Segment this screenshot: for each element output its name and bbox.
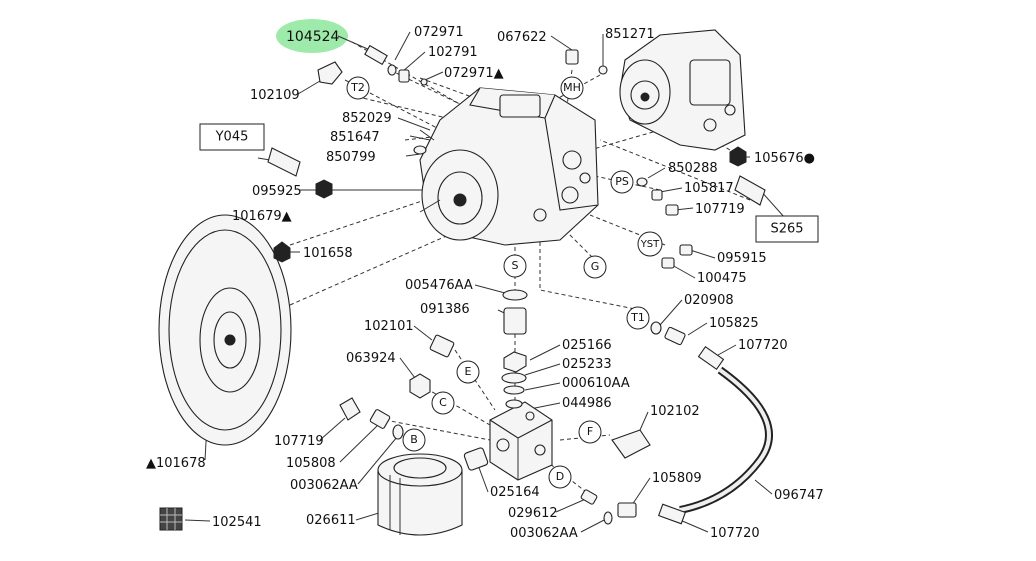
part-label-101658[interactable]: 101658 <box>303 246 353 261</box>
part-label-000610AA[interactable]: 000610AA <box>562 376 630 391</box>
part-label-100475[interactable]: 100475 <box>697 271 747 286</box>
part-label-025233[interactable]: 025233 <box>562 357 612 372</box>
svg-text:MH: MH <box>563 81 581 94</box>
port-PS[interactable]: PS <box>610 170 634 194</box>
part-label-102101[interactable]: 102101 <box>364 319 414 334</box>
port-C[interactable]: C <box>431 391 455 415</box>
svg-text:PS: PS <box>615 175 629 188</box>
part-label-851271[interactable]: 851271 <box>605 27 655 42</box>
port-B[interactable]: B <box>402 428 426 452</box>
svg-text:S265: S265 <box>770 222 803 237</box>
port-T1[interactable]: T1 <box>626 306 650 330</box>
port-markers: T2 MH PS YST S G T1 E C B F D <box>346 76 663 489</box>
part-label-044986[interactable]: 044986 <box>562 396 612 411</box>
port-F[interactable]: F <box>578 420 602 444</box>
port-D[interactable]: D <box>548 465 572 489</box>
part-label-101679[interactable]: 101679▲ <box>232 209 292 224</box>
svg-text:D: D <box>556 470 564 483</box>
svg-text:F: F <box>587 425 593 438</box>
svg-text:T1: T1 <box>630 311 645 324</box>
part-label-105809[interactable]: 105809 <box>652 471 702 486</box>
part-label-105817[interactable]: 105817 <box>684 181 734 196</box>
hydraulic-pump-main[interactable] <box>419 87 599 246</box>
svg-text:G: G <box>591 260 600 273</box>
port-T2[interactable]: T2 <box>346 76 370 100</box>
svg-text:Y045: Y045 <box>215 130 249 145</box>
boxed-label-Y045[interactable]: Y045 <box>199 123 265 151</box>
part-label-067622[interactable]: 067622 <box>497 30 547 45</box>
part-label-072971-b[interactable]: 072971▲ <box>444 66 504 81</box>
part-label-020908[interactable]: 020908 <box>684 293 734 308</box>
port-E[interactable]: E <box>456 360 480 384</box>
part-label-851647[interactable]: 851647 <box>330 130 380 145</box>
drive-flange-plate[interactable] <box>158 214 292 446</box>
part-label-091386[interactable]: 091386 <box>420 302 470 317</box>
oil-filter[interactable] <box>377 453 463 536</box>
hydraulic-pump-secondary[interactable] <box>619 29 746 151</box>
part-label-102102[interactable]: 102102 <box>650 404 700 419</box>
boxed-label-S265[interactable]: S265 <box>755 215 819 243</box>
part-label-025166[interactable]: 025166 <box>562 338 612 353</box>
part-label-095915[interactable]: 095915 <box>717 251 767 266</box>
part-label-025164[interactable]: 025164 <box>490 485 540 500</box>
port-G[interactable]: G <box>583 255 607 279</box>
part-label-095925[interactable]: 095925 <box>252 184 302 199</box>
fittings <box>159 44 766 531</box>
part-label-107719[interactable]: 107719 <box>695 202 745 217</box>
svg-text:YST: YST <box>640 239 660 250</box>
part-label-003062AA[interactable]: 003062AA <box>290 478 358 493</box>
part-label-063924[interactable]: 063924 <box>346 351 396 366</box>
highlight-glow <box>276 19 348 53</box>
part-label-850288[interactable]: 850288 <box>668 161 718 176</box>
part-label-003062AA-b[interactable]: 003062AA <box>510 526 578 541</box>
port-MH[interactable]: MH <box>560 76 584 100</box>
part-label-852029[interactable]: 852029 <box>342 111 392 126</box>
part-label-850799[interactable]: 850799 <box>326 150 376 165</box>
valve-block[interactable] <box>489 401 553 481</box>
part-label-105808[interactable]: 105808 <box>286 456 336 471</box>
svg-text:T2: T2 <box>350 81 365 94</box>
part-label-072971[interactable]: 072971 <box>414 25 464 40</box>
part-label-029612[interactable]: 029612 <box>508 506 558 521</box>
part-label-107720-b[interactable]: 107720 <box>710 526 760 541</box>
part-number-labels: 104524 072971 102791 072971▲ 102109 0676… <box>146 25 824 541</box>
part-label-096747[interactable]: 096747 <box>774 488 824 503</box>
svg-text:S: S <box>512 259 519 272</box>
svg-text:B: B <box>410 433 418 446</box>
part-label-005476AA[interactable]: 005476AA <box>405 278 473 293</box>
part-label-102109[interactable]: 102109 <box>250 88 300 103</box>
part-label-104524[interactable]: 104524 <box>286 29 340 45</box>
part-label-105676[interactable]: 105676● <box>754 151 815 166</box>
part-label-102791[interactable]: 102791 <box>428 45 478 60</box>
svg-text:C: C <box>439 396 447 409</box>
part-label-102541[interactable]: 102541 <box>212 515 262 530</box>
part-label-105825[interactable]: 105825 <box>709 316 759 331</box>
part-label-026611[interactable]: 026611 <box>306 513 356 528</box>
part-label-107719-b[interactable]: 107719 <box>274 434 324 449</box>
part-label-107720[interactable]: 107720 <box>738 338 788 353</box>
hydraulic-hose[interactable] <box>657 346 773 525</box>
part-label-101678[interactable]: ▲101678 <box>146 456 206 471</box>
port-YST[interactable]: YST <box>637 231 663 257</box>
svg-text:E: E <box>465 365 472 378</box>
port-S[interactable]: S <box>503 254 527 278</box>
